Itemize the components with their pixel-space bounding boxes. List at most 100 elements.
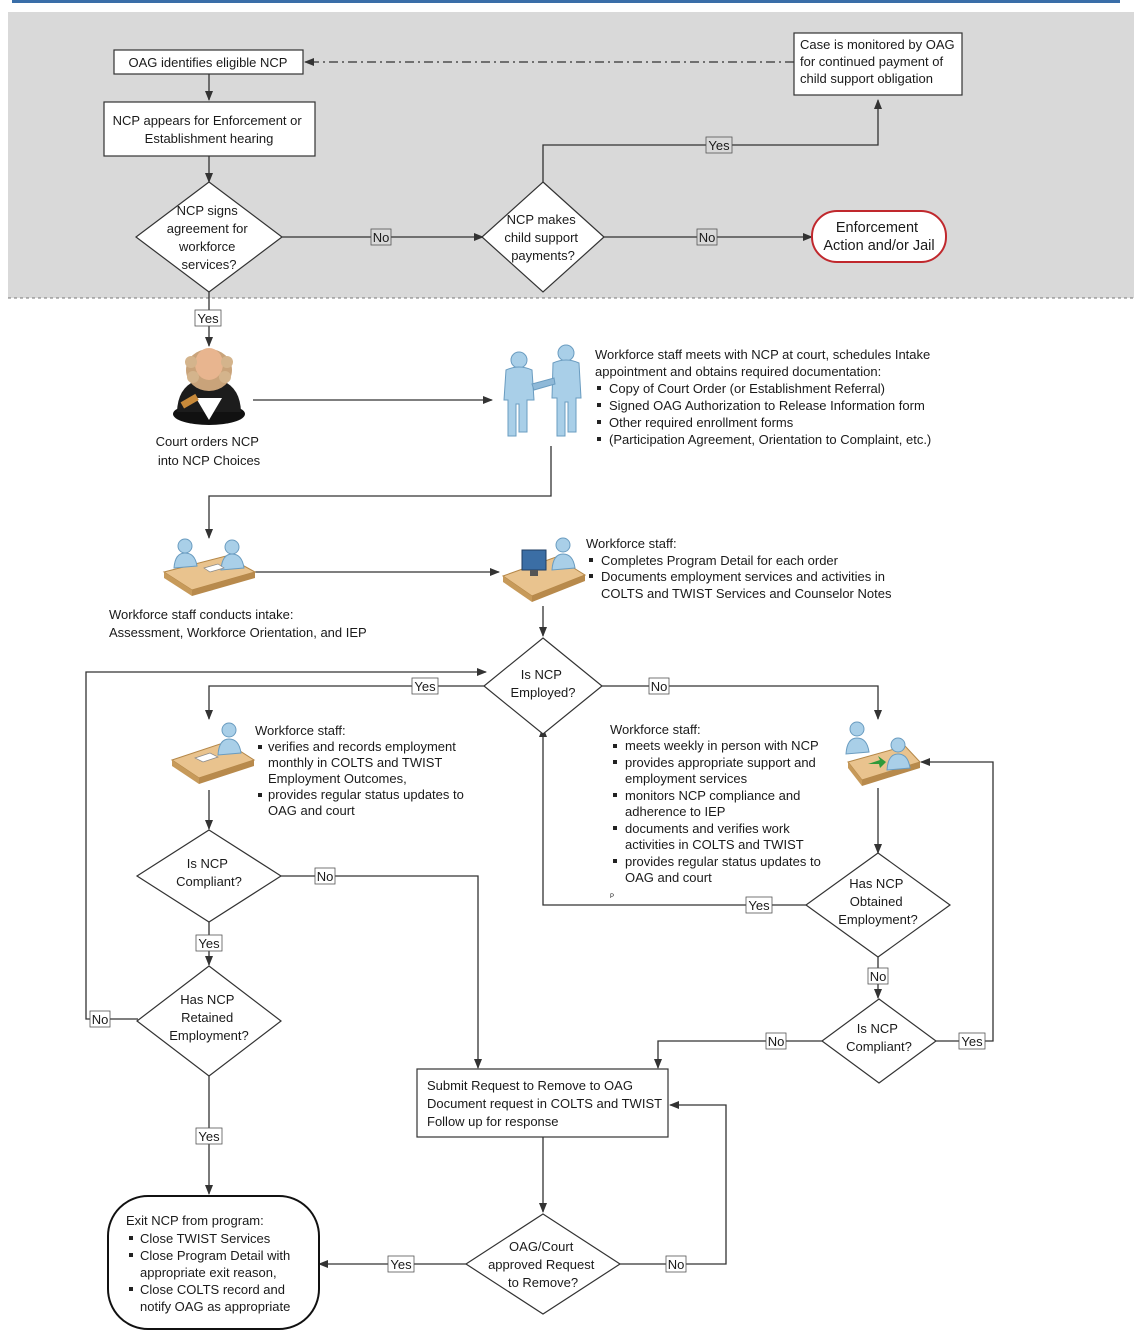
label-compliant-left-yes: Yes <box>198 936 220 951</box>
label-employed-yes: Yes <box>414 679 436 694</box>
exit-terminal <box>107 1195 320 1330</box>
svg-text:activities in COLTS and TWIST: activities in COLTS and TWIST <box>625 837 804 852</box>
case-monitored-box <box>793 32 963 96</box>
obtained-diamond <box>804 852 952 958</box>
svg-text:Signed OAG Authorization to Re: Signed OAG Authorization to Release Info… <box>609 398 925 413</box>
approved-diamond <box>464 1213 622 1315</box>
employed-tasks-title: Workforce staff: <box>255 723 346 738</box>
submit-request-text: Submit Request to Remove to OAG Document… <box>427 1078 665 1129</box>
exit-title: Exit NCP from program: <box>126 1213 264 1228</box>
label-compliant-left-no: No <box>317 869 334 884</box>
judge-icon <box>173 348 245 425</box>
label-compliant-left-yes-bg <box>195 934 223 952</box>
ncp-appears-box <box>103 101 316 157</box>
svg-text:Copy of Court Order (or Establ: Copy of Court Order (or Establishment Re… <box>609 381 885 396</box>
oag-identifies-text: OAG identifies eligible NCP <box>129 55 288 70</box>
is-compliant-right-text: Is NCP Compliant? <box>846 1021 912 1054</box>
label-approved-yes-bg <box>387 1255 415 1273</box>
submit-request-box <box>416 1068 669 1138</box>
svg-text:notify OAG as appropriate: notify OAG as appropriate <box>140 1299 290 1314</box>
employed-tasks-list: verifies and records employment monthly … <box>258 739 464 818</box>
is-employed-diamond <box>483 637 603 735</box>
program-detail-title: Workforce staff: <box>586 536 677 551</box>
edge-compliant-no <box>281 875 482 1069</box>
svg-text:appropriate exit reason,: appropriate exit reason, <box>140 1265 277 1280</box>
svg-text:(Participation Agreement, Orie: (Participation Agreement, Orientation to… <box>609 432 931 447</box>
label-compliant-left-no-bg <box>314 867 336 885</box>
label-payments-no: No <box>699 230 716 245</box>
oag-identifies-box <box>113 49 304 75</box>
svg-text:OAG and court: OAG and court <box>625 870 712 885</box>
svg-text:provides appropriate support: provides appropriate support and <box>625 755 816 770</box>
svg-text:Documents employment services: Documents employment services and activi… <box>601 569 885 584</box>
is-compliant-left-text: Is NCP Compliant? <box>176 856 242 889</box>
svg-text:Close TWIST Services: Close TWIST Services <box>140 1231 271 1246</box>
label-payments-yes-bg <box>705 136 733 154</box>
svg-text:Other required enrollment form: Other required enrollment forms <box>609 415 794 430</box>
label-retained-yes-bg <box>195 1127 223 1145</box>
label-retained-no-bg <box>89 1010 111 1028</box>
svg-text:meets weekly in person with NC: meets weekly in person with NCP <box>625 738 819 753</box>
edge-retained-no <box>85 668 487 1020</box>
label-retained-no: No <box>92 1012 109 1027</box>
svg-text:Close Program Detail with: Close Program Detail with <box>140 1248 290 1263</box>
verify-desk-icon <box>170 722 256 784</box>
svg-text:Close COLTS record and: Close COLTS record and <box>140 1282 285 1297</box>
edge-compliant-right-no <box>654 1040 822 1069</box>
exit-list: Close TWIST Services Close Program Detai… <box>129 1231 290 1314</box>
unemployed-tasks-list: meets weekly in person with NCP provides… <box>613 738 821 885</box>
edge-employed-no <box>602 685 882 720</box>
connectors <box>85 58 994 1268</box>
label-compliant-right-no: No <box>768 1034 785 1049</box>
label-obtained-no: No <box>870 969 887 984</box>
label-obtained-yes-bg <box>745 896 773 914</box>
staff-meets-text: Workforce staff meets with NCP at court,… <box>595 347 934 379</box>
intake-desk-icon <box>162 538 257 596</box>
retained-text: Has NCP Retained Employment? <box>169 992 248 1043</box>
label-payments-yes: Yes <box>708 138 730 153</box>
label-approved-no: No <box>668 1257 685 1272</box>
label-obtained-yes: Yes <box>748 898 770 913</box>
label-retained-yes: Yes <box>198 1129 220 1144</box>
label-approved-yes: Yes <box>390 1257 412 1272</box>
stray-mark: P <box>610 894 614 900</box>
edge-employed-yes <box>205 685 486 720</box>
makes-payments-text: NCP makes child support payments? <box>504 212 581 263</box>
label-payments-no-bg <box>696 228 718 246</box>
enforcement-text: Enforcement Action and/or Jail <box>823 220 934 254</box>
label-signs-no-bg <box>370 228 392 246</box>
approved-text: OAG/Court approved Request to Remove? <box>488 1239 598 1290</box>
label-employed-no-bg <box>648 677 670 695</box>
obtained-text: Has NCP Obtained Employment? <box>838 876 917 927</box>
svg-text:documents and verifies work: documents and verifies work <box>625 821 790 836</box>
is-compliant-left-diamond <box>135 829 283 923</box>
label-employed-yes-bg <box>411 677 439 695</box>
label-signs-yes-bg <box>194 309 222 327</box>
svg-text:COLTS and TWIST Services and C: COLTS and TWIST Services and Counselor N… <box>601 586 892 601</box>
case-monitored-text: Case is monitored by OAG for continued p… <box>800 37 958 86</box>
staff-meets-bullets: Copy of Court Order (or Establishment Re… <box>597 381 931 447</box>
is-employed-text: Is NCP Employed? <box>510 667 575 700</box>
program-detail-bullets: Completes Program Detail for each order … <box>589 553 892 601</box>
label-compliant-right-yes-bg <box>958 1032 986 1050</box>
handshake-icon <box>503 344 582 437</box>
svg-text:provides regular status update: provides regular status updates to <box>268 787 464 802</box>
svg-text:provides regular status update: provides regular status updates to <box>625 854 821 869</box>
label-signs-no: No <box>373 230 390 245</box>
intake-text: Workforce staff conducts intake: Assessm… <box>109 607 367 640</box>
svg-text:Employment Outcomes,: Employment Outcomes, <box>268 771 407 786</box>
svg-text:Completes Program Detail for e: Completes Program Detail for each order <box>601 553 839 568</box>
label-compliant-right-yes: Yes <box>961 1034 983 1049</box>
svg-text:employment services: employment services <box>625 771 748 786</box>
is-compliant-right-diamond <box>820 998 938 1084</box>
edge-obtained-yes <box>539 727 806 906</box>
computer-workstation-icon <box>501 537 587 602</box>
edge-meets-to-intake <box>205 446 552 539</box>
enforcement-terminal <box>811 210 947 263</box>
svg-text:monitors NCP compliance and: monitors NCP compliance and <box>625 788 800 803</box>
signs-agreement-text: NCP signs agreement for workforce servic… <box>167 203 252 272</box>
svg-text:adherence to IEP: adherence to IEP <box>625 804 725 819</box>
unemployed-tasks-title: Workforce staff: <box>610 722 701 737</box>
court-orders-text: Court orders NCP into NCP Choices <box>156 434 263 468</box>
